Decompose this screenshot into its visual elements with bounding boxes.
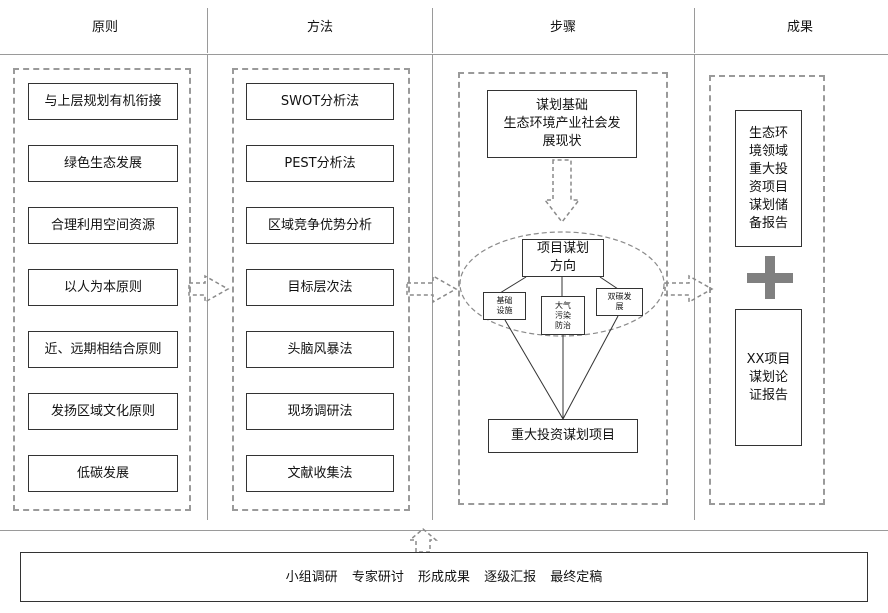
project-direction-box: 项目谋划 方向 xyxy=(522,239,604,277)
header-outcomes: 成果 xyxy=(786,20,813,35)
method-box: 目标层次法 xyxy=(246,269,394,306)
major-investment-box: 重大投资谋划项目 xyxy=(488,419,638,453)
footer-divider xyxy=(0,530,888,531)
method-box: 区域竞争优势分析 xyxy=(246,207,394,244)
principle-box: 近、远期相结合原则 xyxy=(28,331,178,368)
flow-arrow-icon xyxy=(664,274,714,304)
method-box: 头脑风暴法 xyxy=(246,331,394,368)
outcome-report-box: 生态环 境领域 重大投 资项目 谋划储 备报告 xyxy=(735,110,802,247)
planning-basis-box: 谋划基础 生态环境产业社会发 展现状 xyxy=(487,90,637,158)
process-step: 小组调研 xyxy=(285,570,338,585)
header-methods: 方法 xyxy=(306,20,333,35)
principles-group xyxy=(13,68,191,511)
outcome-report-box: XX项目 谋划论 证报告 xyxy=(735,309,802,446)
column-divider xyxy=(207,54,208,520)
principle-box: 与上层规划有机衔接 xyxy=(28,83,178,120)
principle-box: 绿色生态发展 xyxy=(28,145,178,182)
flow-arrow-icon xyxy=(188,274,230,304)
method-box: 文献收集法 xyxy=(246,455,394,492)
method-box: 现场调研法 xyxy=(246,393,394,430)
column-divider xyxy=(432,8,433,53)
column-divider xyxy=(694,8,695,53)
process-step: 最终定稿 xyxy=(550,570,603,585)
header-divider xyxy=(0,54,888,55)
process-bar xyxy=(20,552,868,602)
method-box: SWOT分析法 xyxy=(246,83,394,120)
header-steps: 步骤 xyxy=(549,20,576,35)
process-step: 形成成果 xyxy=(417,570,470,585)
header-principles: 原则 xyxy=(91,20,118,35)
column-divider xyxy=(207,8,208,53)
principle-box: 低碳发展 xyxy=(28,455,178,492)
process-step: 专家研讨 xyxy=(351,570,404,585)
process-steps: 小组调研 专家研讨 形成成果 逐级汇报 最终定稿 xyxy=(20,566,868,585)
principle-box: 合理利用空间资源 xyxy=(28,207,178,244)
principle-box: 以人为本原则 xyxy=(28,269,178,306)
process-step: 逐级汇报 xyxy=(484,570,537,585)
column-divider xyxy=(694,54,695,520)
principle-box: 发扬区域文化原则 xyxy=(28,393,178,430)
flow-arrow-icon xyxy=(406,274,458,304)
up-arrow-icon xyxy=(407,528,439,553)
methods-group xyxy=(232,68,410,511)
direction-ellipse xyxy=(459,231,665,337)
column-divider xyxy=(432,54,433,520)
sub-item-dual-carbon: 双碳发 展 xyxy=(596,288,643,316)
sub-item-air-pollution: 大气 污染 防治 xyxy=(541,296,585,335)
steps-group xyxy=(458,72,668,505)
plus-icon xyxy=(747,256,793,299)
sub-item-infrastructure: 基础 设施 xyxy=(483,292,526,320)
down-arrow-icon xyxy=(543,159,581,224)
method-box: PEST分析法 xyxy=(246,145,394,182)
